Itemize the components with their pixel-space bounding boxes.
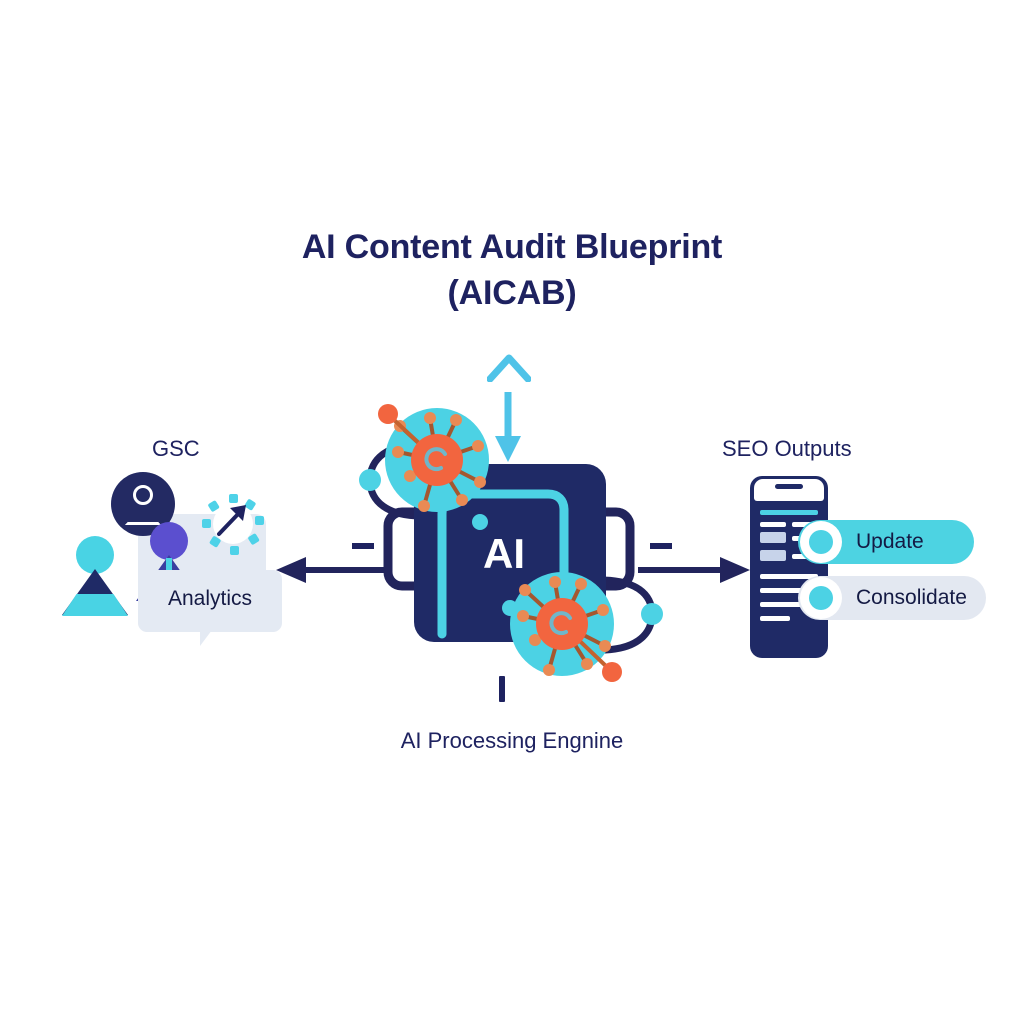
consolidate-toggle-knob[interactable]: [800, 577, 842, 619]
seo-outputs-label: SEO Outputs: [722, 436, 852, 461]
person-cyan-head: [76, 536, 114, 574]
chip-node-1: [472, 514, 488, 530]
phone-speaker-notch: [775, 484, 803, 489]
gsc-label: GSC: [152, 436, 200, 461]
consolidate-knob-inner: [809, 586, 833, 610]
smartphone-mockup: [750, 476, 828, 658]
person-purple-head: [150, 522, 188, 560]
phone-line: [760, 574, 818, 579]
update-label: Update: [856, 530, 924, 553]
gsc-analytics-group: Analytics: [62, 462, 310, 662]
chevron-up-icon: [486, 352, 532, 383]
gear-growth-arrow-icon: [202, 494, 264, 556]
phone-line: [760, 616, 790, 621]
person-cyan-icon: [62, 536, 128, 616]
ai-processing-engine-label: AI Processing Engnine: [400, 728, 624, 753]
phone-block: [760, 532, 786, 543]
consolidate-label: Consolidate: [856, 586, 967, 609]
phone-header-line: [760, 510, 818, 515]
avatar-head-shape: [133, 485, 153, 505]
update-knob-inner: [809, 530, 833, 554]
ai-chip-icon: AI: [352, 396, 672, 696]
consolidate-action-pill[interactable]: Consolidate: [798, 576, 986, 620]
title-line-1: AI Content Audit Blueprint: [301, 228, 723, 266]
phone-line: [760, 588, 802, 593]
arrow-to-gsc: [276, 556, 384, 584]
page-title: AI Content Audit Blueprint (AICAB): [0, 224, 1024, 316]
title-line-2: (AICAB): [447, 274, 577, 312]
neuron-node-bottom-icon: [510, 572, 622, 682]
neuron-node-top-icon: [378, 404, 489, 512]
analytics-speech-bubble-icon: Analytics: [138, 570, 282, 646]
update-action-pill[interactable]: Update: [798, 520, 974, 564]
tick-mark-icon: [499, 676, 505, 702]
person-cyan-shoulders: [62, 594, 128, 616]
speech-bubble-tail: [200, 630, 212, 646]
phone-block: [760, 550, 786, 561]
arrow-down-icon: [492, 392, 524, 464]
update-toggle-knob[interactable]: [800, 521, 842, 563]
phone-top-bar: [754, 479, 824, 501]
analytics-label: Analytics: [167, 587, 253, 610]
phone-line: [760, 522, 786, 527]
seo-outputs-group: Update Consolidate: [742, 476, 992, 664]
chip-ai-label: AI: [483, 530, 525, 577]
arrow-to-seo-outputs: [638, 556, 750, 584]
phone-line: [760, 602, 810, 607]
